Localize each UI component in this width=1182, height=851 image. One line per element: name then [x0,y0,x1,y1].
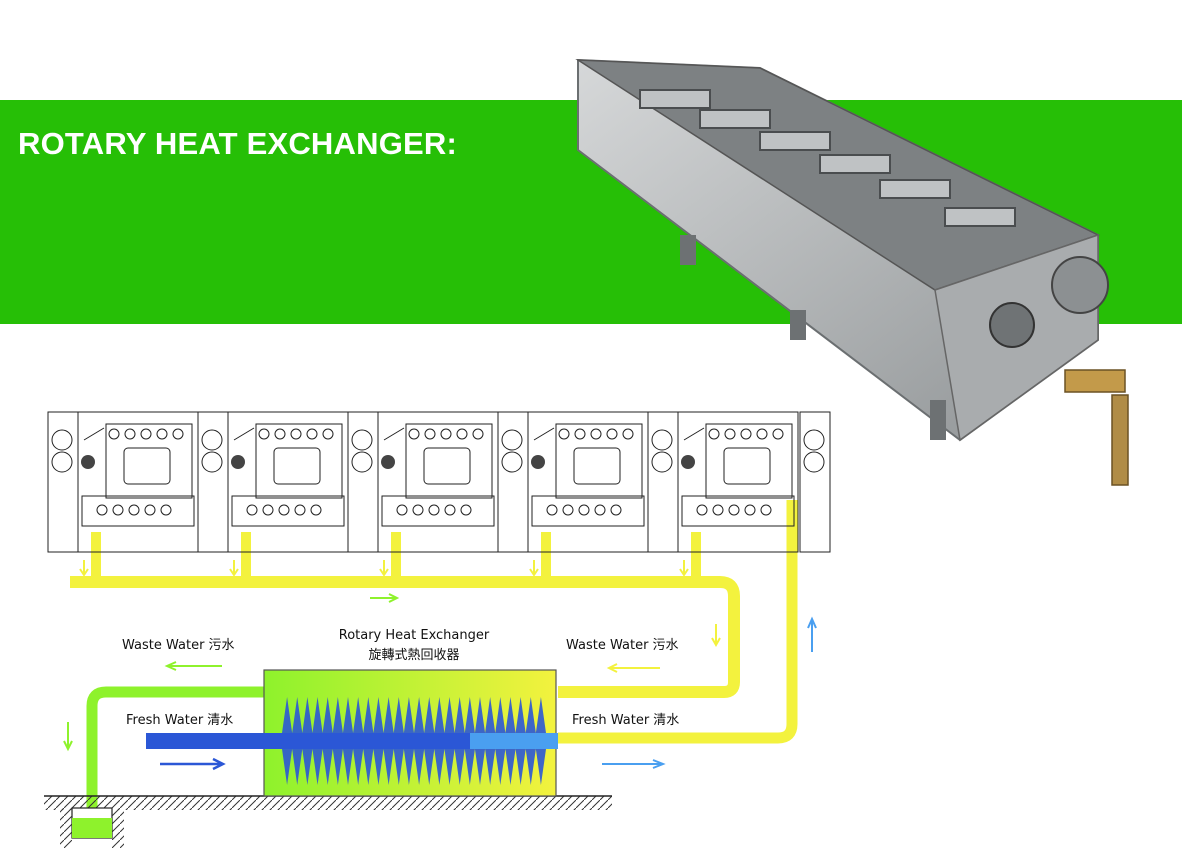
waste-water-label-left: Waste Water 污水 [122,638,235,653]
page-title: ROTARY HEAT EXCHANGER: [18,126,457,161]
fin-row [282,697,546,733]
waste-water-pipe [70,532,740,698]
arrow-icon [160,757,226,771]
exchanger-label-en: Rotary Heat Exchanger [339,628,490,643]
washer-unit [197,411,349,553]
heat-exchanger-photo [575,58,1129,486]
fresh-water-label-right: Fresh Water 清水 [572,713,679,728]
exchanger-fins [282,697,546,785]
fin-row [282,749,546,785]
waste-water-label-right: Waste Water 污水 [566,638,679,653]
green-drain-pipe [86,686,264,812]
arrow-icon [63,593,400,752]
washer-unit [647,411,799,553]
washer-unit [347,411,499,553]
exchanger-label-zh: 旋轉式熱回收器 [368,648,459,663]
washer-units [47,411,831,553]
fresh-water-return-pipe [558,500,798,744]
rotary-heat-exchanger [146,669,558,797]
fresh-water-label-left: Fresh Water 清水 [126,713,233,728]
drain-pit [44,795,612,848]
arrow-icon [602,616,817,769]
washer-unit [497,411,649,553]
washer-unit [47,411,199,553]
arrow-icon [79,560,721,673]
flow-arrows [63,560,817,771]
